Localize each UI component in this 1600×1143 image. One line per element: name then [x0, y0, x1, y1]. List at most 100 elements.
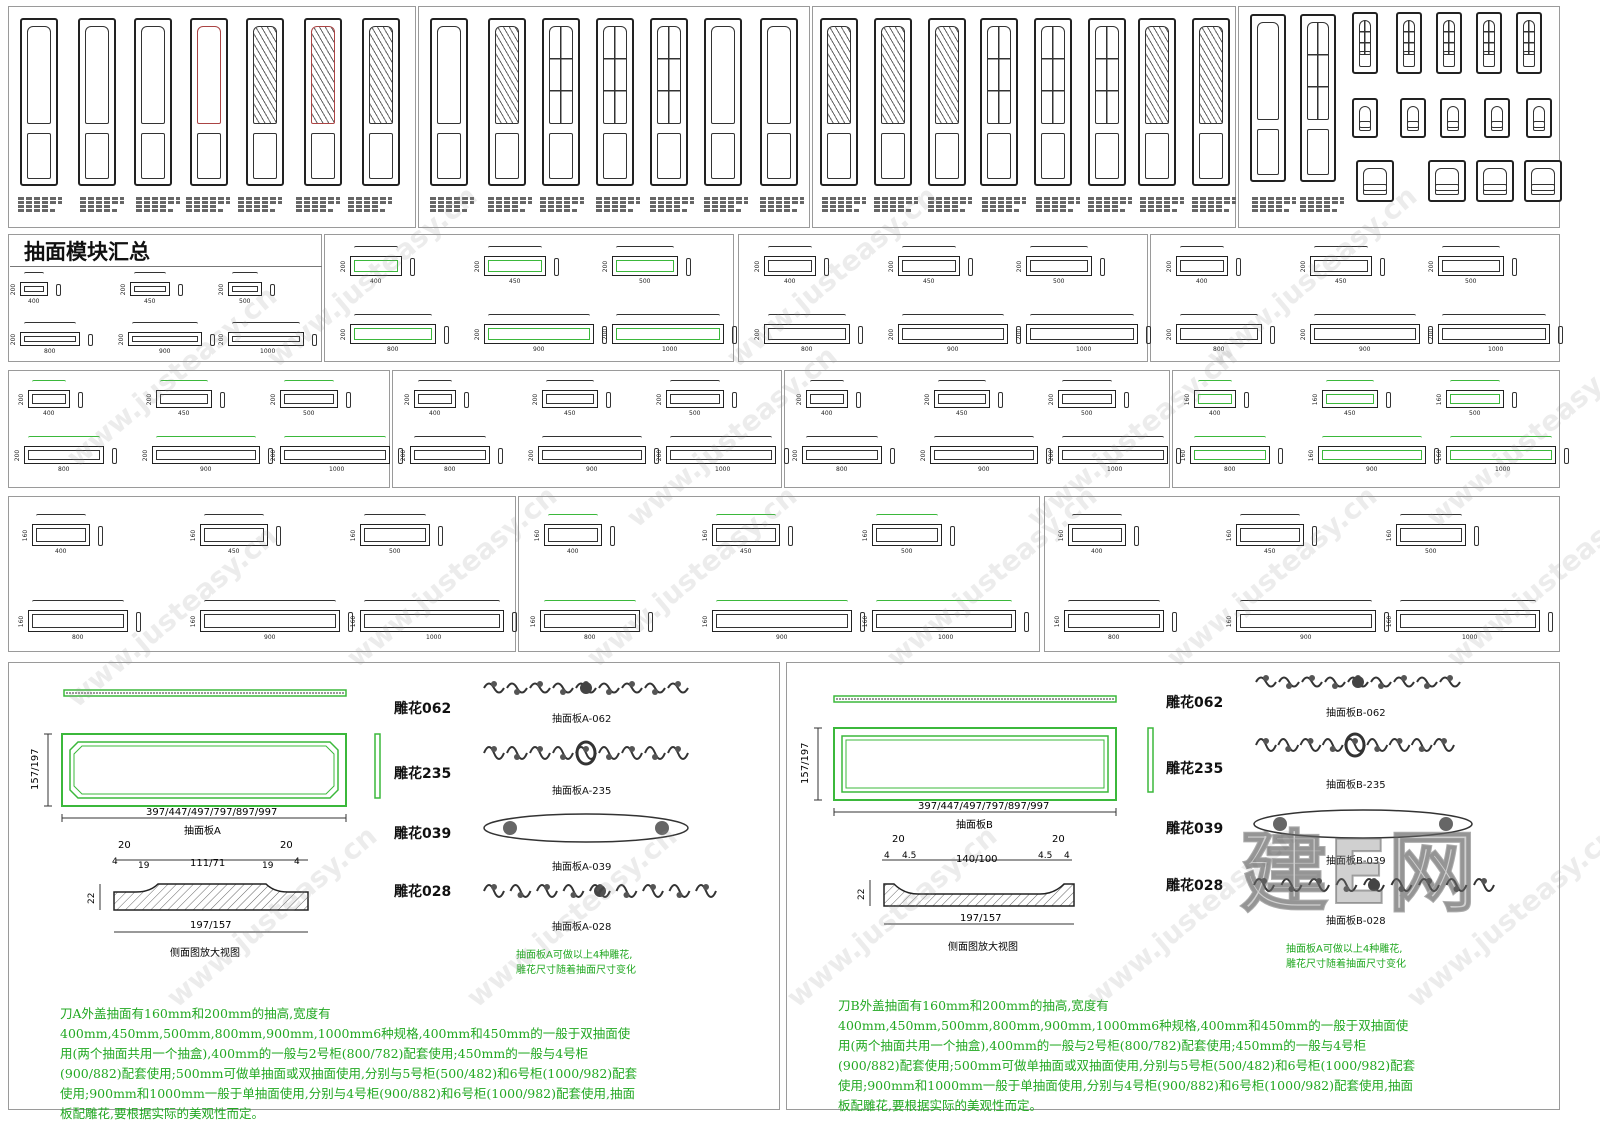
- drawer-side-profile: [1236, 258, 1241, 276]
- drawer-front: [228, 282, 262, 296]
- handle-top-view: [1068, 600, 1160, 605]
- handle-top-view: [1062, 436, 1164, 441]
- drawer-width-label: 800: [58, 466, 70, 473]
- drawer-width-label: 500: [1053, 278, 1065, 285]
- board-label-b-235: 抽面板B-235: [1326, 780, 1386, 791]
- handle-top-view: [1030, 314, 1134, 319]
- drawer-height-label: 160: [350, 615, 358, 628]
- carving-ornament: [483, 884, 717, 898]
- drawer-height-label: 200: [270, 449, 278, 462]
- drawer-front: [20, 332, 80, 346]
- detail-b-drawing: 157/197 397/447/497/797/897/997 抽面板B 20 …: [800, 695, 1154, 953]
- svg-text:20: 20: [280, 840, 293, 851]
- drawer-height-label: 200: [10, 283, 18, 296]
- drawer-width-label: 900: [200, 466, 212, 473]
- drawer-width-label: 1000: [1462, 634, 1478, 641]
- drawer-height-label: 200: [14, 449, 22, 462]
- svg-text:4: 4: [884, 851, 890, 861]
- handle-top-view: [902, 314, 1004, 319]
- door-elevation: [1436, 12, 1462, 74]
- handle-top-view: [204, 514, 264, 519]
- drawer-width-label: 900: [978, 466, 990, 473]
- handle-top-view: [1314, 246, 1368, 251]
- drawer-front: [666, 446, 776, 464]
- board-label-a-062: 抽面板A-062: [552, 714, 612, 725]
- drawer-width-label: 400: [1196, 278, 1208, 285]
- handle-top-view: [132, 322, 198, 327]
- drawer-side-profile: [78, 392, 83, 408]
- drawer-front: [1438, 324, 1550, 344]
- drawer-height-label: 200: [656, 393, 664, 406]
- handle-top-view: [616, 246, 674, 251]
- summary-title: 抽面模块汇总: [24, 240, 150, 264]
- drawer-front: [1176, 256, 1228, 276]
- door-spec-block: [928, 196, 972, 213]
- drawer-height-label: 200: [1016, 260, 1024, 273]
- drawer-width-label: 1000: [715, 466, 731, 473]
- drawer-height-label: 160: [862, 615, 870, 628]
- drawer-height-label: 200: [1048, 393, 1056, 406]
- door-elevation: [1088, 18, 1126, 186]
- handle-top-view: [354, 246, 398, 251]
- drawer-side-profile: [1146, 326, 1151, 344]
- drawer-width-label: 400: [1091, 548, 1103, 555]
- door-spec-block: [1192, 196, 1236, 213]
- drawer-width-label: 400: [567, 548, 579, 555]
- drawer-side-profile: [1270, 326, 1275, 344]
- drawer-front: [484, 324, 594, 344]
- drawer-side-profile: [1244, 392, 1249, 408]
- drawer-front: [360, 524, 430, 546]
- drawer-height-label: 200: [218, 333, 226, 346]
- svg-text:19: 19: [262, 861, 274, 871]
- handle-top-view: [414, 436, 486, 441]
- drawer-height-label: 160: [1226, 615, 1234, 628]
- drawer-height-label: 200: [888, 260, 896, 273]
- carving-label-a-028: 雕花028: [394, 884, 452, 900]
- drawer-front: [712, 610, 852, 632]
- drawer-front: [930, 446, 1038, 464]
- drawer-width-label: 800: [836, 466, 848, 473]
- door-spec-block: [1300, 196, 1344, 213]
- drawer-width-label: 1000: [1488, 346, 1504, 353]
- drawer-front: [612, 324, 724, 344]
- drawer-width-label: 900: [264, 634, 276, 641]
- drawer-panel-6: [392, 370, 782, 488]
- drawer-front: [1310, 256, 1372, 276]
- handle-top-view: [36, 514, 86, 519]
- drawer-width-label: 900: [159, 348, 171, 355]
- drawer-front: [28, 610, 128, 632]
- panel-name-a: 抽面板A: [184, 824, 221, 837]
- drawer-side-profile: [1380, 258, 1385, 276]
- handle-top-view: [1180, 246, 1224, 251]
- panel-name-b: 抽面板B: [956, 818, 993, 831]
- handle-top-view: [902, 246, 956, 251]
- drawer-height-label: 200: [270, 393, 278, 406]
- drawer-height-label: 160: [534, 529, 542, 542]
- handle-top-view: [810, 380, 844, 385]
- drawer-front: [1058, 446, 1168, 464]
- handle-top-view: [232, 272, 258, 277]
- door-elevation: [1352, 12, 1378, 74]
- drawer-side-profile: [1278, 448, 1283, 464]
- drawer-front: [28, 390, 70, 408]
- drawer-height-label: 160: [18, 615, 26, 628]
- board-b-outline: [833, 727, 1117, 801]
- handle-top-view: [24, 272, 44, 277]
- drawer-width-label: 500: [1081, 410, 1093, 417]
- drawer-side-profile: [56, 284, 61, 296]
- drawer-width-label: 450: [228, 548, 240, 555]
- drawer-height-label: 160: [1436, 393, 1444, 406]
- drawer-side-profile: [554, 258, 559, 276]
- handle-top-view: [1322, 436, 1422, 441]
- drawer-front: [200, 610, 340, 632]
- note-a: 抽面板A可做以上4种雕花, 雕花尺寸随着抽面尺寸变化: [516, 950, 636, 976]
- drawer-side-profile: [136, 612, 141, 632]
- handle-top-view: [1450, 436, 1552, 441]
- drawer-height-label: 160: [1058, 529, 1066, 542]
- door-elevation: [1400, 98, 1426, 138]
- handle-top-view: [364, 600, 500, 605]
- door-spec-block: [18, 196, 62, 213]
- handle-top-view: [1442, 246, 1500, 251]
- drawer-side-profile: [1474, 526, 1479, 546]
- door-spec-block: [238, 196, 282, 213]
